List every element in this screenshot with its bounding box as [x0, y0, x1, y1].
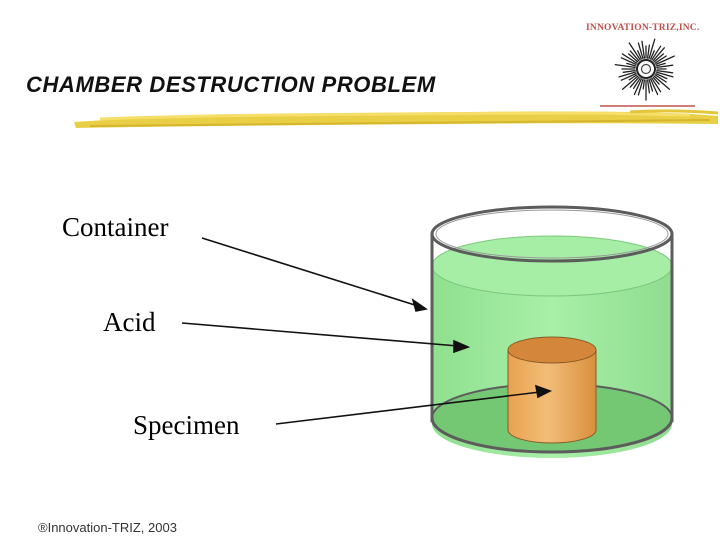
logo-ray: [621, 53, 638, 64]
sunburst-logo-icon: [600, 38, 695, 107]
logo-ray: [642, 79, 646, 90]
logo-ray: [651, 77, 662, 93]
logo-ray: [637, 50, 643, 60]
label-acid: Acid: [103, 307, 156, 337]
arrow-specimen: [275, 391, 541, 425]
logo-ray: [641, 40, 646, 59]
logo-ray: [654, 55, 667, 64]
logo-ray: [622, 69, 636, 73]
container-bottom-rim: [430, 417, 674, 454]
title-brush-stroke: [74, 109, 719, 128]
logo-ray: [655, 62, 666, 67]
logo-ray: [651, 45, 662, 61]
logo-ray: [629, 76, 640, 88]
logo-ray: [653, 53, 665, 63]
logo-ray: [632, 77, 641, 89]
logo-ray: [646, 79, 651, 94]
label-container: Container: [62, 212, 169, 242]
logo-ray: [633, 78, 643, 96]
logo-ray: [637, 78, 644, 96]
label-specimen: Specimen: [133, 410, 240, 440]
logo-ray: [652, 47, 665, 62]
logo-ray: [654, 74, 667, 83]
logo-ray: [655, 72, 668, 80]
logo-ray: [626, 62, 637, 67]
logo-ray: [656, 69, 674, 74]
logo-ray: [648, 38, 656, 60]
logo-ray: [620, 57, 637, 66]
brand-name: INNOVATION-TRIZ,INC.: [586, 23, 700, 33]
logo-ray: [618, 71, 637, 78]
arrow-acid: [181, 322, 459, 347]
specimen-top: [507, 336, 597, 364]
slide-title: CHAMBER DESTRUCTION PROBLEM: [26, 72, 436, 97]
logo-ray: [627, 53, 639, 63]
logo-ray: [628, 74, 638, 81]
logo-ray: [620, 72, 637, 81]
logo-ray: [652, 76, 660, 85]
logo-ray: [628, 42, 641, 61]
container-rim: [430, 205, 674, 263]
logo-ray: [649, 78, 659, 96]
logo-ray: [648, 78, 654, 92]
logo-ray: [649, 50, 655, 60]
logo-ray: [653, 75, 671, 90]
logo-ray: [614, 63, 636, 69]
logo-ray: [655, 55, 675, 66]
copyright-footer: ®Innovation-TRIZ, 2003: [38, 520, 177, 535]
acid-surface: [431, 235, 673, 297]
logo-ray: [637, 42, 644, 60]
logo-ray: [656, 64, 674, 69]
arrow-container: [201, 237, 419, 307]
logo-ray: [646, 44, 651, 59]
logo-ray: [621, 75, 639, 90]
logo-ray: [655, 71, 674, 78]
specimen: [507, 349, 597, 444]
logo-ray: [629, 50, 640, 62]
